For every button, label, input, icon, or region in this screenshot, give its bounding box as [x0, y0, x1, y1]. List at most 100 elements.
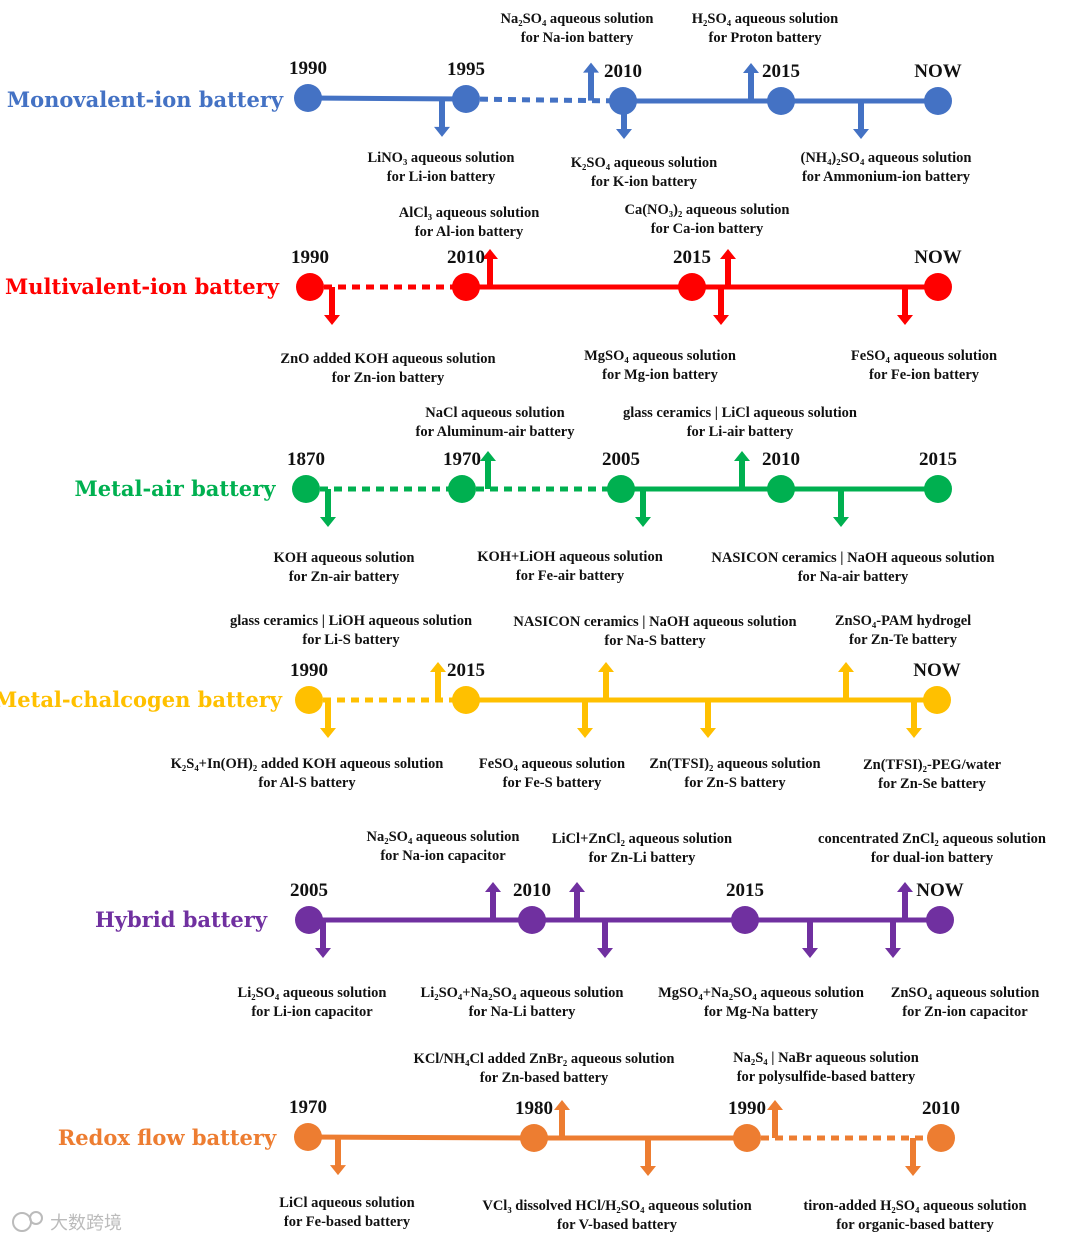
annotation-label: for Na-S battery [604, 633, 706, 649]
arrow-up-icon [897, 882, 913, 920]
annotation-label: concentrated ZnCl₂ aqueous solution [818, 831, 1046, 847]
arrow-down-icon [713, 287, 729, 325]
annotation-label: for K-ion battery [591, 174, 698, 190]
annotation-label: glass ceramics | LiCl aqueous solution [623, 405, 857, 421]
arrow-up-icon [482, 249, 498, 287]
annotation-label: Zn(TFSI)₂-PEG/water [863, 757, 1002, 773]
annotation-label: Na₂SO₄ aqueous solution [501, 11, 654, 27]
year-label: 2005 [290, 880, 328, 901]
annotation-label: for Zn-based battery [480, 1070, 609, 1086]
annotation-label: Ca(NO₃)₂ aqueous solution [624, 202, 789, 218]
annotation-label: for Zn-ion capacitor [902, 1004, 1028, 1020]
annotation-label: for Aluminum-air battery [416, 424, 576, 440]
annotation-label: NASICON ceramics | NaOH aqueous solution [513, 614, 796, 630]
year-label: 2005 [602, 449, 640, 470]
year-label: 2015 [673, 247, 711, 268]
annotation-label: H₂SO₄ aqueous solution [692, 11, 839, 27]
year-label: NOW [916, 880, 964, 901]
row-title: Hybrid battery [95, 907, 268, 932]
arrow-down-icon [906, 700, 922, 738]
annotation-label: Zn(TFSI)₂ aqueous solution [649, 756, 820, 772]
annotation-label: for Li-S battery [302, 632, 400, 648]
watermark: 大数跨境 [12, 1211, 122, 1234]
timeline-node [607, 475, 635, 503]
annotation-label: for Mg-Na battery [704, 1004, 819, 1020]
annotation-label: for Fe-S battery [503, 775, 603, 791]
timeline-segment-solid [307, 1134, 535, 1141]
watermark-text: 大数跨境 [50, 1213, 122, 1234]
timeline-node [609, 87, 637, 115]
annotation-label: for Fe-ion battery [869, 367, 980, 383]
year-label: NOW [913, 660, 961, 681]
annotation-label: for Zn-S battery [684, 775, 786, 791]
annotation-label: for V-based battery [557, 1217, 678, 1233]
arrow-down-icon [577, 700, 593, 738]
annotation-label: for Zn-Li battery [589, 850, 697, 866]
year-label: NOW [914, 61, 962, 82]
annotation-label: NaCl aqueous solution [425, 405, 564, 421]
annotation-label: glass ceramics | LiOH aqueous solution [230, 613, 472, 629]
annotation-label: for Al-S battery [258, 775, 356, 791]
annotation-label: for Na-air battery [798, 569, 909, 585]
year-label: 2015 [762, 61, 800, 82]
arrow-down-icon [616, 101, 632, 139]
row-title: Metal-chalcogen battery [0, 687, 283, 712]
arrow-up-icon [554, 1100, 570, 1138]
annotation-label: LiCl+ZnCl₂ aqueous solution [552, 831, 732, 847]
timeline-node [296, 273, 324, 301]
annotation-label: AlCl₃ aqueous solution [399, 205, 540, 221]
annotation-label: for Na-ion battery [521, 30, 634, 46]
annotation-label: ZnO added KOH aqueous solution [280, 351, 495, 367]
annotation-label: for Fe-based battery [284, 1214, 411, 1230]
annotation-label: for Zn-Te battery [849, 632, 958, 648]
annotation-label: KOH+LiOH aqueous solution [477, 549, 663, 565]
year-label: 2010 [762, 449, 800, 470]
timeline-node [926, 906, 954, 934]
year-label: 1995 [447, 59, 485, 80]
annotation-label: for Na-Li battery [469, 1004, 577, 1020]
arrow-down-icon [320, 489, 336, 527]
arrow-down-icon [330, 1137, 346, 1176]
timeline-node [292, 475, 320, 503]
arrow-down-icon [324, 287, 340, 325]
timeline-node [678, 273, 706, 301]
row-title: Metal-air battery [75, 476, 277, 501]
annotation-label: LiNO₃ aqueous solution [368, 150, 515, 166]
annotation-label: for Ammonium-ion battery [802, 169, 971, 185]
annotation-label: for Na-ion capacitor [380, 848, 506, 864]
arrow-up-icon [838, 662, 854, 700]
year-label: 1970 [289, 1097, 327, 1118]
annotation-label: K₂S₄+In(OH)₂ added KOH aqueous solution [171, 756, 444, 772]
timeline-node [518, 906, 546, 934]
annotation-label: for Zn-ion battery [332, 370, 445, 386]
annotation-label: for Zn-air battery [289, 569, 400, 585]
annotation-label: (NH₄)₂SO₄ aqueous solution [801, 150, 972, 166]
timeline-node [767, 87, 795, 115]
timeline-node [448, 475, 476, 503]
annotation-label: K₂SO₄ aqueous solution [571, 155, 718, 171]
year-label: 1870 [287, 449, 325, 470]
annotation-label: for polysulfide-based battery [737, 1069, 916, 1085]
arrow-down-icon [320, 700, 336, 738]
row-title: Multivalent-ion battery [5, 274, 280, 299]
timeline-node [452, 273, 480, 301]
annotation-label: for Li-ion capacitor [251, 1004, 373, 1020]
annotation-label: for Ca-ion battery [651, 221, 764, 237]
timeline-node [452, 85, 480, 113]
year-label: 1990 [728, 1098, 766, 1119]
timeline-node [924, 273, 952, 301]
timeline-node [733, 1124, 761, 1152]
arrow-down-icon [700, 700, 716, 738]
annotation-label: for Fe-air battery [516, 568, 625, 584]
timeline-node [294, 1123, 322, 1151]
annotation-label: ZnSO₄-PAM hydrogel [835, 613, 971, 629]
year-label: 2015 [447, 660, 485, 681]
annotation-label: Li₂SO₄ aqueous solution [238, 985, 387, 1001]
timeline-node [927, 1124, 955, 1152]
year-label: 1990 [290, 660, 328, 681]
year-label: 1990 [291, 247, 329, 268]
